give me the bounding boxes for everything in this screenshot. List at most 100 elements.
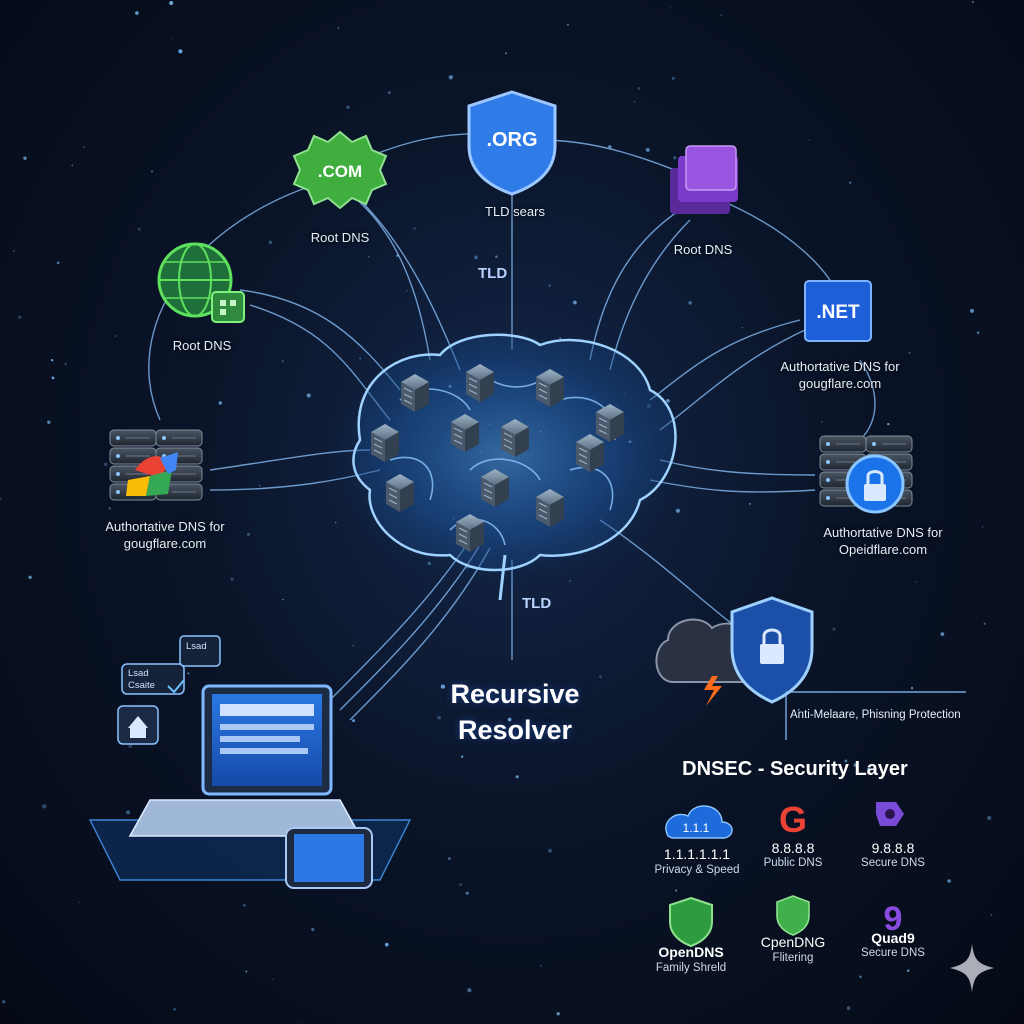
star-particle	[548, 848, 552, 853]
star-particle	[556, 1012, 560, 1016]
provider-sub-1: Privacy & Speed	[654, 864, 740, 876]
opendns-shield-icon	[669, 896, 713, 948]
star-particle	[42, 804, 47, 809]
net-label: Authortative DNS for gougflare.com	[755, 358, 925, 392]
star-particle	[440, 684, 446, 689]
client-devices-icon	[88, 635, 412, 889]
star-particle	[867, 767, 871, 771]
star-particle	[987, 815, 992, 820]
provider-icons: 1.1.1 G 9	[665, 799, 904, 948]
star-particle	[971, 0, 974, 4]
star-particle	[367, 255, 370, 258]
star-particle	[128, 744, 133, 748]
provider-main-1: 1.1.1.1.1.1	[663, 846, 731, 862]
star-particle	[459, 883, 463, 886]
com-badge-icon: .COM	[292, 130, 388, 210]
star-particle	[169, 1, 174, 5]
provider-sub-6: Secure DNS	[861, 947, 925, 959]
star-particle	[566, 23, 570, 26]
star-particle	[741, 326, 743, 329]
net-badge-icon: .NET	[804, 280, 872, 342]
server-cube-icon	[481, 469, 509, 507]
org-shield-icon: .ORG	[467, 90, 557, 196]
star-particle	[300, 1021, 303, 1024]
star-particle	[51, 359, 54, 362]
google-icon-text: G	[779, 799, 807, 840]
star-particle	[413, 227, 416, 230]
star-particle	[108, 507, 111, 510]
left-server-icon	[109, 429, 203, 501]
star-particle	[126, 810, 131, 815]
star-particle	[245, 970, 248, 973]
com-label: Root DNS	[310, 230, 370, 245]
provider-main-4: OpenDNS	[658, 944, 724, 960]
server-cubes	[371, 364, 624, 552]
net-label-line1: Authortative DNS for	[780, 359, 900, 374]
star-particle	[384, 942, 389, 947]
star-particle	[675, 508, 680, 513]
star-particle	[437, 715, 441, 720]
star-particle	[64, 363, 67, 366]
star-particle	[504, 52, 507, 55]
arc-net-server	[859, 359, 876, 441]
provider-sub-4: Family Shreld	[655, 962, 727, 974]
star-particle	[645, 147, 650, 152]
star-particle	[218, 401, 222, 405]
server-cube-icon	[536, 369, 564, 407]
server-cube-icon	[401, 374, 429, 412]
star-particle	[114, 335, 117, 337]
quad9-icon: 9	[884, 900, 903, 938]
net-badge-text: .NET	[816, 302, 860, 323]
star-particle	[515, 775, 519, 779]
provider-main-2: 8.8.8.8	[771, 840, 815, 856]
right-server-label-line2: Opeidflare.com	[838, 542, 928, 557]
star-particle	[669, 7, 671, 9]
star-particle	[908, 351, 911, 354]
star-particle	[887, 422, 890, 426]
purple-node-label: Root DNS	[673, 242, 733, 257]
star-particle	[910, 686, 914, 690]
server-cube-icon	[386, 474, 414, 512]
left-server-label-line1: Authortative DNS for	[105, 519, 225, 534]
resolver-title-line2: Resolver	[457, 715, 573, 745]
star-particle	[337, 27, 340, 29]
star-particle	[675, 889, 678, 892]
star-particle	[507, 717, 512, 722]
star-particle	[187, 672, 190, 675]
star-particle	[387, 91, 391, 95]
star-particle	[178, 49, 183, 54]
security-shield-icon	[655, 596, 966, 740]
star-particle	[495, 255, 498, 258]
server-cube-icon	[596, 404, 624, 442]
net-label-line2: gougflare.com	[798, 376, 882, 391]
client-bubble-3: Lsad	[186, 641, 207, 652]
star-particle	[282, 598, 284, 601]
star-particle	[230, 577, 234, 581]
star-particle	[599, 675, 602, 679]
tld-tag-upper: TLD	[478, 265, 508, 282]
google-g-icon: G	[779, 799, 807, 840]
star-particle	[135, 11, 139, 15]
server-unit-icon	[109, 429, 157, 447]
star-particle	[906, 969, 910, 972]
star-particle	[474, 255, 478, 260]
star-particle	[540, 964, 542, 967]
star-particle	[103, 462, 108, 467]
star-particle	[18, 315, 22, 319]
opendng-shield-icon	[776, 895, 810, 936]
star-particle	[983, 622, 986, 625]
provider-main-6: Quad9	[871, 930, 915, 946]
star-particle	[749, 502, 751, 505]
recursive-resolver-brain	[320, 320, 690, 601]
star-particle	[51, 376, 55, 380]
server-cube-icon	[501, 419, 529, 457]
dnsec-title: DNSEC - Security Layer	[682, 758, 908, 780]
star-particle	[671, 77, 675, 80]
star-particle	[797, 708, 800, 711]
star-particle	[673, 156, 677, 160]
provider-main-5: CpenDNG	[760, 934, 826, 950]
star-particle	[71, 164, 73, 167]
star-particle	[272, 978, 274, 981]
star-particle	[633, 101, 636, 103]
